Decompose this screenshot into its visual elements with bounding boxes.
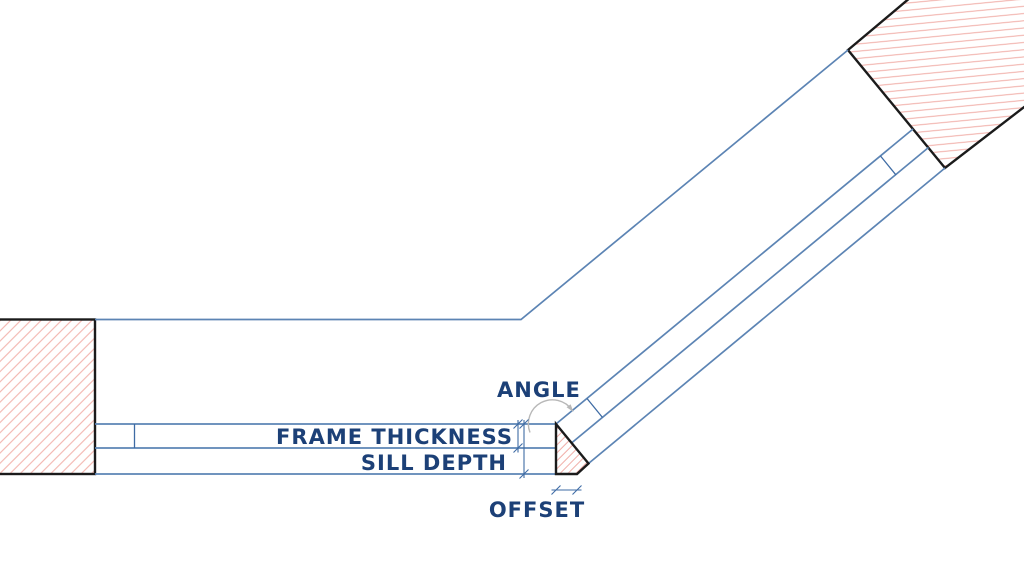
sill-depth-tick-bottom: [519, 469, 529, 479]
angled-sill-line: [587, 167, 946, 465]
frame-thickness-label: FRAME THICKNESS: [276, 425, 513, 449]
right-wall-section: [846, 0, 1024, 170]
frame-thickness-tick-bottom: [513, 443, 523, 453]
sill-depth-tick-top: [519, 419, 529, 429]
frame-joint-angled-near-wall: [879, 155, 897, 176]
offset-tick-right: [572, 485, 582, 495]
angle-arc-arrowhead: [566, 404, 574, 412]
corner-post-hatch: [556, 424, 589, 474]
left-wall-outline: [0, 318, 97, 476]
corner-post: [554, 420, 591, 476]
angled-frame-mid-line: [570, 146, 930, 444]
sill-depth-dimension: [519, 419, 529, 479]
offset-dimension: [551, 485, 582, 495]
right-wall-hatch: [848, 0, 1024, 168]
offset-tick-left: [551, 485, 561, 495]
angled-frame-top-line: [555, 128, 914, 425]
sill-depth-label: SILL DEPTH: [361, 451, 507, 475]
left-wall-section: [0, 318, 97, 476]
offset-label: OFFSET: [489, 498, 585, 522]
left-wall-hatch: [0, 319, 95, 474]
angle-arc-curve: [527, 399, 573, 433]
angle-arc: [527, 399, 574, 433]
frame-thickness-tick-top: [513, 419, 523, 429]
frame-thickness-dimension: [513, 419, 523, 453]
right-wall-outline: [846, 0, 1024, 170]
wall-opening-line: [95, 49, 849, 321]
angle-label: ANGLE: [497, 378, 581, 402]
frame-joint-angled-near-corner: [586, 398, 604, 418]
corner-post-outline: [554, 420, 591, 476]
frame-lines: [95, 49, 946, 475]
